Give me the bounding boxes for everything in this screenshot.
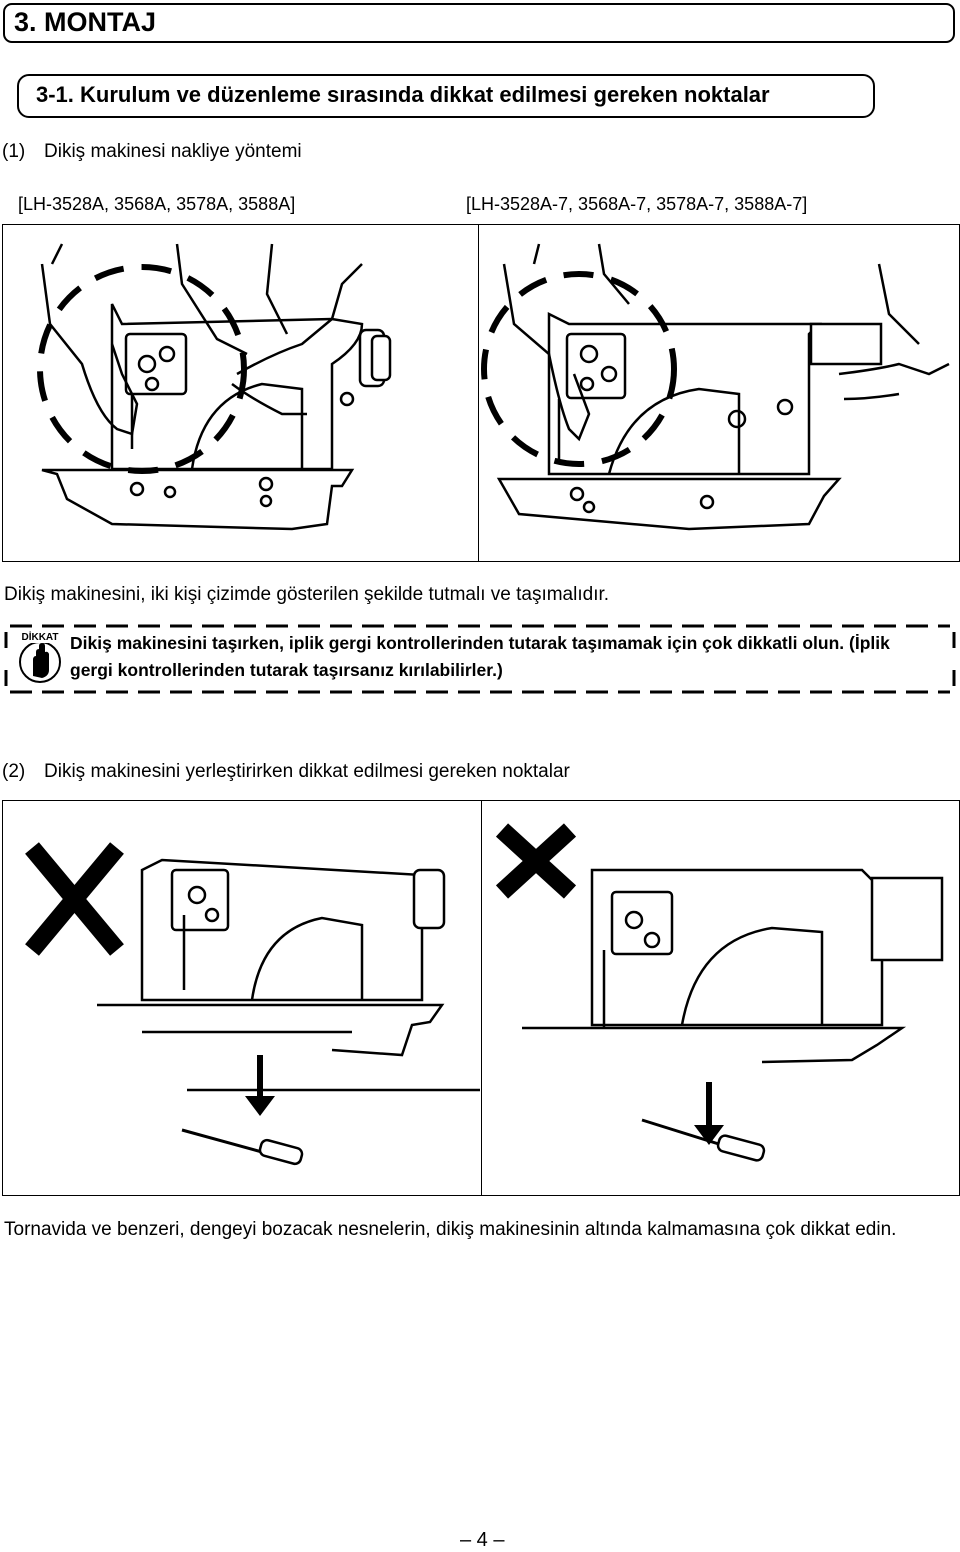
part1-heading-text: Dikiş makinesi nakliye yöntemi: [44, 141, 302, 162]
placement-instruction: Tornavida ve benzeri, dengeyi bozacak ne…: [4, 1219, 897, 1240]
transport-illustration-standard: [37, 243, 392, 531]
section-title: 3-1. Kurulum ve düzenleme sırasında dikk…: [36, 82, 770, 107]
section-header-bar: [17, 74, 875, 118]
figure-divider: [478, 224, 479, 562]
screwdriver-icon: [181, 1128, 304, 1166]
caution-text: Dikiş makinesini taşırken, iplik gergi k…: [70, 630, 950, 684]
caution-badge-label: DİKKAT: [16, 632, 64, 643]
transport-illustration-model-7: [481, 243, 950, 531]
caution-dashed-frame: [4, 624, 956, 694]
model-label-left: [LH-3528A, 3568A, 3578A, 3588A]: [18, 194, 296, 214]
down-arrow-icon: [245, 1055, 275, 1116]
part2-heading: (2) Dikiş makinesini yerleştirirken dikka…: [2, 760, 570, 784]
transport-instruction: Dikiş makinesini, iki kişi çizimde göste…: [4, 584, 610, 605]
chapter-title: 3. MONTAJ: [14, 7, 157, 37]
part2-heading-text: Dikiş makinesini yerleştirirken dikkat e…: [44, 761, 570, 782]
placement-illustration-standard: [25, 842, 480, 1166]
down-arrow-icon-2: [694, 1082, 724, 1145]
incorrect-x-mark-left: [25, 842, 124, 956]
part1-heading: (1) Dikiş makinesi nakliye yöntemi: [2, 140, 302, 164]
page-number: – 4 –: [460, 1529, 505, 1551]
screwdriver-icon-2: [641, 1118, 766, 1162]
part2-number: (2): [2, 761, 26, 782]
part1-number: (1): [2, 141, 26, 162]
incorrect-x-mark-right: [495, 823, 577, 899]
hand-warning-icon: [19, 641, 61, 683]
caution-badge: DİKKAT: [16, 632, 64, 688]
placement-illustration-model-7: [495, 823, 944, 1162]
caution-line-2: gergi kontrollerinden tutarak taşırsanız…: [70, 660, 503, 680]
figure2-divider: [481, 800, 482, 1196]
model-label-right: [LH-3528A-7, 3568A-7, 3578A-7, 3588A-7]: [466, 194, 808, 214]
caution-line-1: Dikiş makinesini taşırken, iplik gergi k…: [70, 633, 890, 653]
chapter-header-bar: [3, 3, 955, 43]
